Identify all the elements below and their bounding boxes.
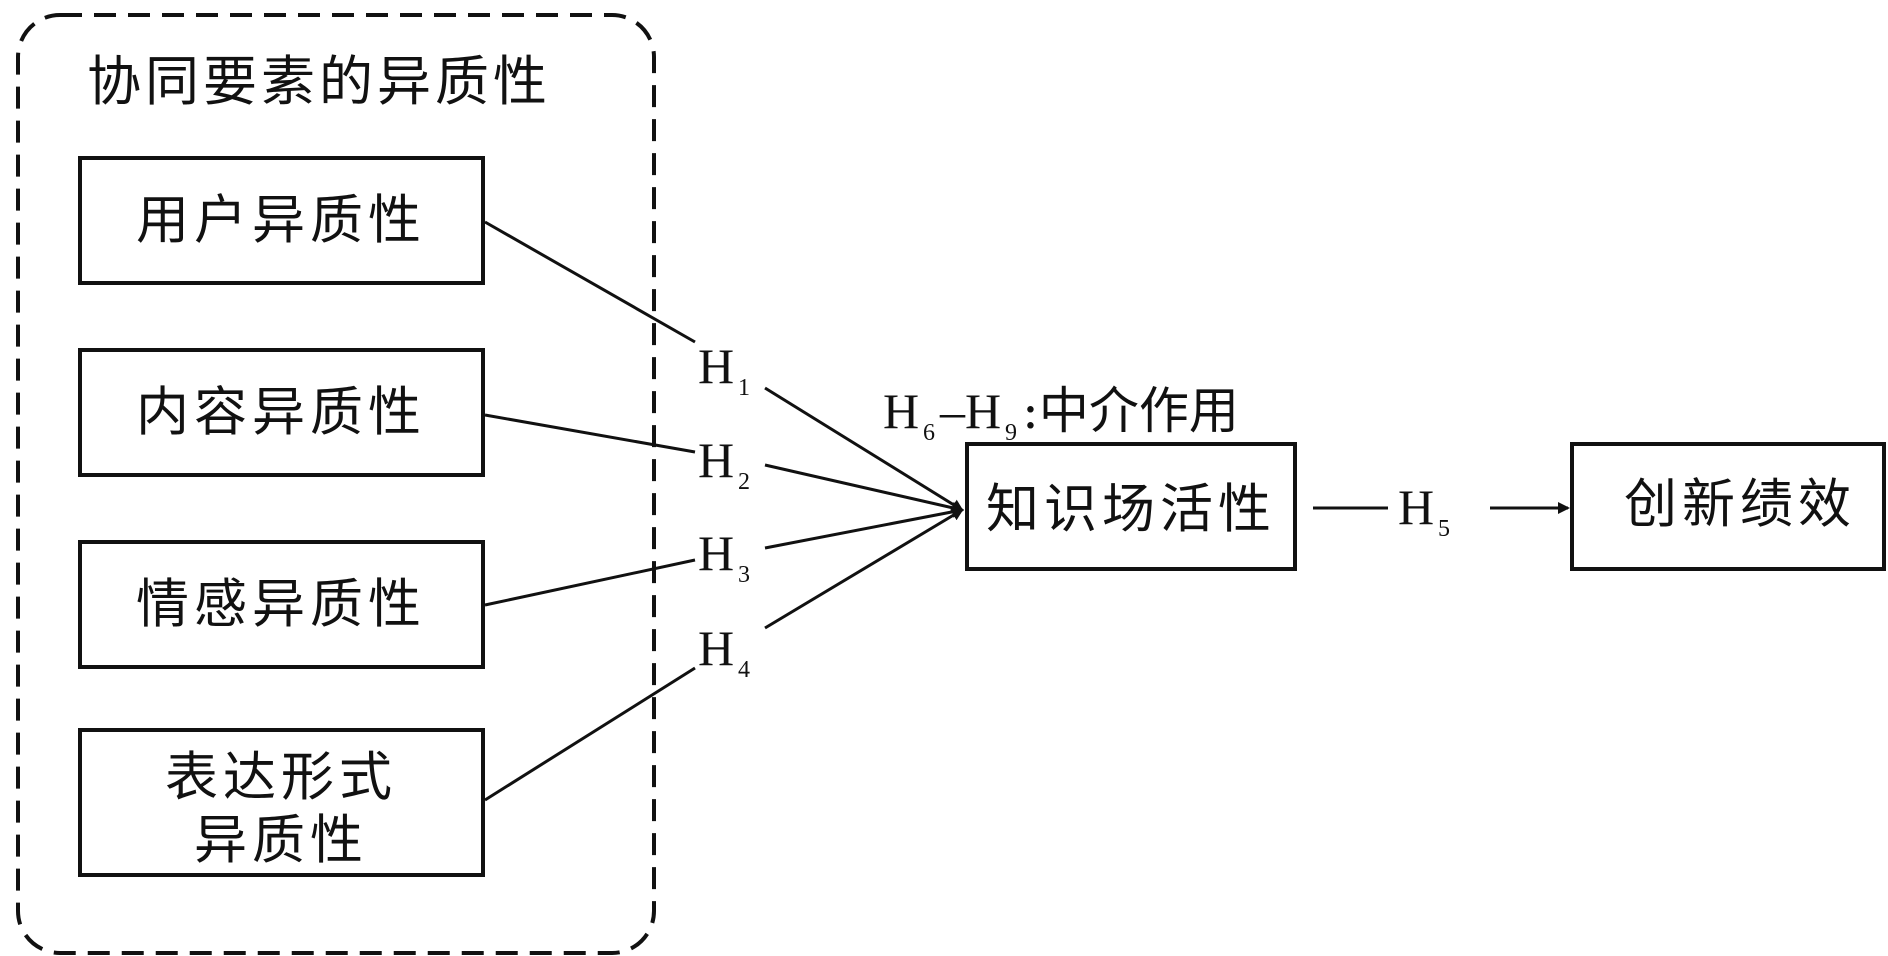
expression-heterogeneity-box (78, 728, 485, 877)
node-innovation-performance: 创新绩效 (1570, 442, 1886, 571)
svg-text:H: H (698, 620, 734, 676)
mediation-suffix: :中介作用 (1022, 382, 1239, 440)
mediation-label: H 6 – H 9 :中介作用 (883, 382, 1239, 446)
mediation-dash: – (939, 383, 966, 439)
node-expression-heterogeneity: 表达形式 异质性 (78, 728, 485, 877)
h1-sub: 1 (738, 375, 750, 401)
svg-text:5: 5 (1438, 516, 1450, 542)
group-title: 协同要素的异质性 (87, 50, 551, 113)
h5-sub: 5 (1438, 516, 1450, 542)
h4-arrow-segment-a (484, 666, 696, 802)
svg-text:H: H (698, 525, 734, 581)
mediation-h-end: H (965, 383, 1001, 439)
h3-sub: 3 (738, 562, 750, 588)
svg-text:4: 4 (738, 657, 750, 683)
h1-arrow-segment-a (484, 220, 696, 344)
hypothesis-arrows (484, 220, 964, 802)
h4-main: H (698, 620, 734, 676)
svg-text:1: 1 (738, 375, 750, 401)
content-heterogeneity-label: 内容异质性 (136, 382, 426, 443)
user-heterogeneity-label: 用户异质性 (136, 190, 426, 251)
expression-heterogeneity-label-line2: 异质性 (194, 810, 368, 871)
h4-sub: 4 (738, 657, 750, 683)
expression-heterogeneity-label-line1: 表达形式 (165, 747, 397, 808)
h3-arrow-segment-a (484, 558, 696, 607)
heterogeneity-group-border (16, 13, 656, 955)
node-knowledge-field-activity: 知识场活性 (965, 442, 1297, 571)
hypothesis-label-h1: H 1 (698, 338, 750, 401)
h2-arrow-segment-a (484, 413, 696, 454)
innovation-performance-label: 创新绩效 (1624, 474, 1856, 535)
innovation-performance-box (1570, 442, 1886, 571)
svg-text::中介作用: :中介作用 (1022, 382, 1239, 440)
node-content-heterogeneity: 内容异质性 (78, 348, 485, 477)
svg-text:H: H (698, 432, 734, 488)
mediation-h-start-sub: 6 (923, 420, 935, 446)
h3-main: H (698, 525, 734, 581)
user-heterogeneity-box (78, 156, 485, 285)
content-heterogeneity-box (78, 348, 485, 477)
node-emotion-heterogeneity: 情感异质性 (78, 540, 485, 669)
svg-text:H: H (965, 383, 1001, 439)
h2-main: H (698, 432, 734, 488)
knowledge-field-box (965, 442, 1297, 571)
h1-arrow-segment-b (764, 386, 964, 512)
h4-arrow-segment-b (764, 508, 964, 630)
hypothesis-label-h3: H 3 (698, 525, 750, 588)
mediation-h-end-sub: 9 (1005, 420, 1017, 446)
knowledge-field-label: 知识场活性 (986, 479, 1276, 540)
node-user-heterogeneity: 用户异质性 (78, 156, 485, 285)
svg-text:–: – (939, 383, 966, 439)
svg-text:H: H (1398, 479, 1434, 535)
h2-sub: 2 (738, 469, 750, 495)
emotion-heterogeneity-box (78, 540, 485, 669)
h2-arrow-segment-b (764, 463, 964, 514)
h3-arrow-segment-b (764, 506, 964, 550)
hypothesis-label-h5: H 5 (1398, 479, 1450, 542)
svg-text:3: 3 (738, 562, 750, 588)
svg-text:6: 6 (923, 420, 935, 446)
h1-main: H (698, 338, 734, 394)
hypothesis-label-h2: H 2 (698, 432, 750, 495)
svg-text:2: 2 (738, 469, 750, 495)
svg-text:9: 9 (1005, 420, 1017, 446)
hypothesis-label-h4: H 4 (698, 620, 750, 683)
h5-main: H (1398, 479, 1434, 535)
mediation-h-start: H (883, 383, 919, 439)
emotion-heterogeneity-label: 情感异质性 (136, 574, 426, 635)
svg-text:H: H (698, 338, 734, 394)
svg-text:H: H (883, 383, 919, 439)
